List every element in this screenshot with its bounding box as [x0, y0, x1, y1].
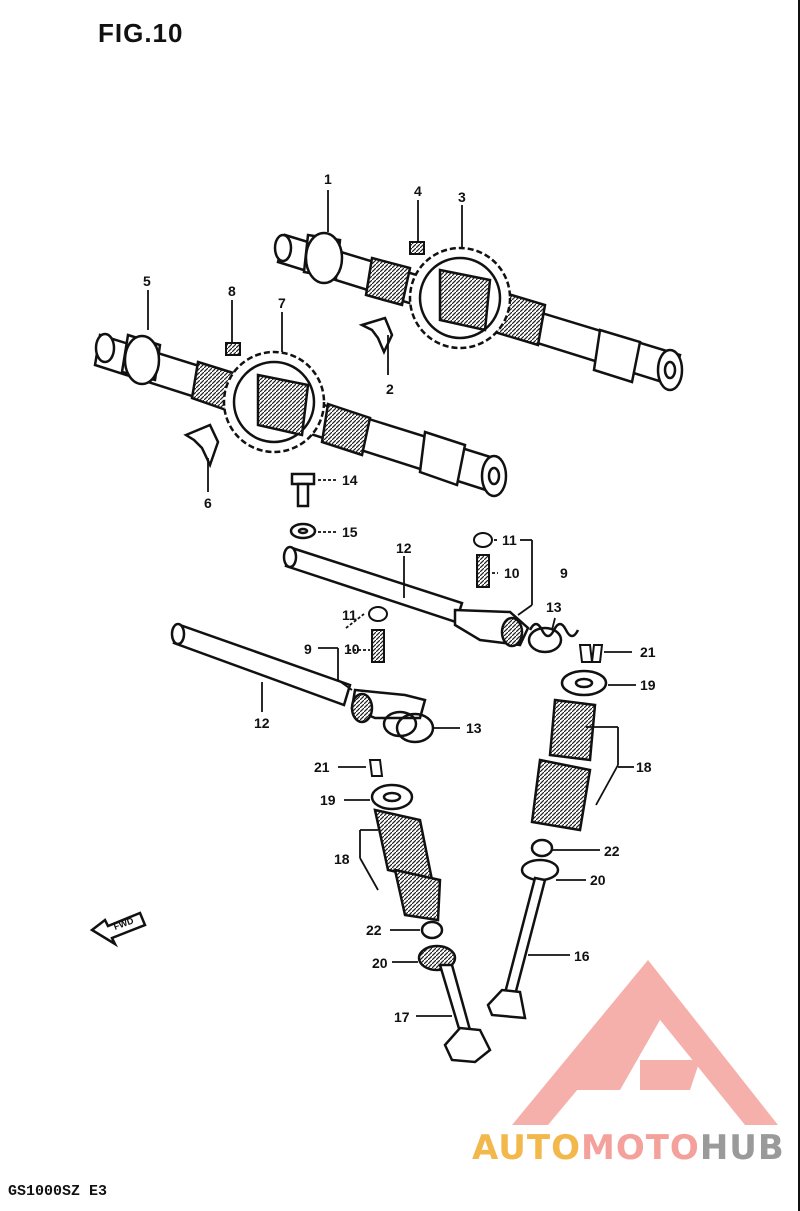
- callout-5: 5: [143, 273, 151, 289]
- valve-spring-18-left: [373, 808, 442, 922]
- callout-12-upper: 12: [396, 540, 412, 556]
- nut-11-upper: [473, 532, 493, 548]
- callout-22-right: 22: [604, 843, 620, 859]
- seal-22-right: [530, 838, 554, 858]
- callout-1: 1: [324, 171, 332, 187]
- lower-sprocket: [222, 350, 326, 454]
- callout-10-lower: 10: [344, 641, 360, 657]
- callout-4: 4: [414, 183, 422, 199]
- valve-17: [438, 963, 492, 1064]
- callout-11-lower: 11: [342, 607, 357, 623]
- callout-16: 16: [574, 948, 590, 964]
- callout-7: 7: [278, 295, 286, 311]
- callout-21-left: 21: [314, 759, 330, 775]
- watermark-hub: HUB: [699, 1128, 785, 1168]
- callout-10-upper: 10: [504, 565, 520, 581]
- bolt-4: [409, 241, 425, 255]
- callout-12-lower: 12: [254, 715, 270, 731]
- adjuster-10-lower: [371, 629, 385, 663]
- upper-sprocket: [408, 246, 512, 350]
- figure-title: FIG.10: [98, 18, 184, 48]
- nut-11-lower: [368, 606, 388, 622]
- callout-9-lower: 9: [304, 641, 312, 657]
- clip-6: [183, 423, 220, 469]
- callout-6: 6: [204, 495, 212, 511]
- retainer-19-right: [560, 669, 608, 697]
- callout-9-upper: 9: [560, 565, 568, 581]
- washer-15: [289, 522, 317, 540]
- adjuster-10-upper: [476, 554, 490, 588]
- callout-20-left: 20: [372, 955, 388, 971]
- spring-13-upper: [527, 622, 580, 654]
- valve-16: [486, 876, 547, 1020]
- collet-21-right: [578, 644, 604, 663]
- valve-spring-18-right: [530, 698, 597, 832]
- callout-3: 3: [458, 189, 466, 205]
- retainer-19-left: [370, 783, 414, 811]
- callout-20-right: 20: [590, 872, 606, 888]
- callout-14: 14: [342, 472, 358, 488]
- callout-19-right: 19: [640, 677, 656, 693]
- bolt-8: [225, 342, 241, 356]
- rocker-shaft-lower: [170, 622, 352, 707]
- callout-8: 8: [228, 283, 236, 299]
- watermark-auto: AUTO: [472, 1128, 581, 1168]
- callout-13-upper: 13: [546, 599, 562, 615]
- bolt-14: [290, 472, 316, 508]
- watermark-text: AUTOMOTOHUB: [472, 1128, 785, 1168]
- model-code: GS1000SZ E3: [8, 1183, 108, 1200]
- callout-19-left: 19: [320, 792, 336, 808]
- forward-arrow-icon: FWD: [89, 911, 147, 948]
- callout-15: 15: [342, 524, 358, 540]
- callout-22-left: 22: [366, 922, 382, 938]
- rocker-arm-lower: [350, 688, 427, 724]
- watermark-logo: [512, 960, 778, 1125]
- callout-18-right: 18: [636, 759, 652, 775]
- callout-13-lower: 13: [466, 720, 482, 736]
- watermark-moto: MOTO: [580, 1128, 700, 1168]
- clip-2: [358, 316, 394, 356]
- callout-21-right: 21: [640, 644, 656, 660]
- callout-18-left: 18: [334, 851, 350, 867]
- callout-17: 17: [394, 1009, 410, 1025]
- leader-lines: [147, 190, 636, 1017]
- rocker-arm-upper: [453, 608, 530, 648]
- seal-22-left: [420, 920, 444, 940]
- collet-21-left: [368, 759, 384, 777]
- callout-11-upper: 11: [502, 532, 517, 548]
- spring-seat-20-right: [520, 858, 560, 882]
- callout-2: 2: [386, 381, 394, 397]
